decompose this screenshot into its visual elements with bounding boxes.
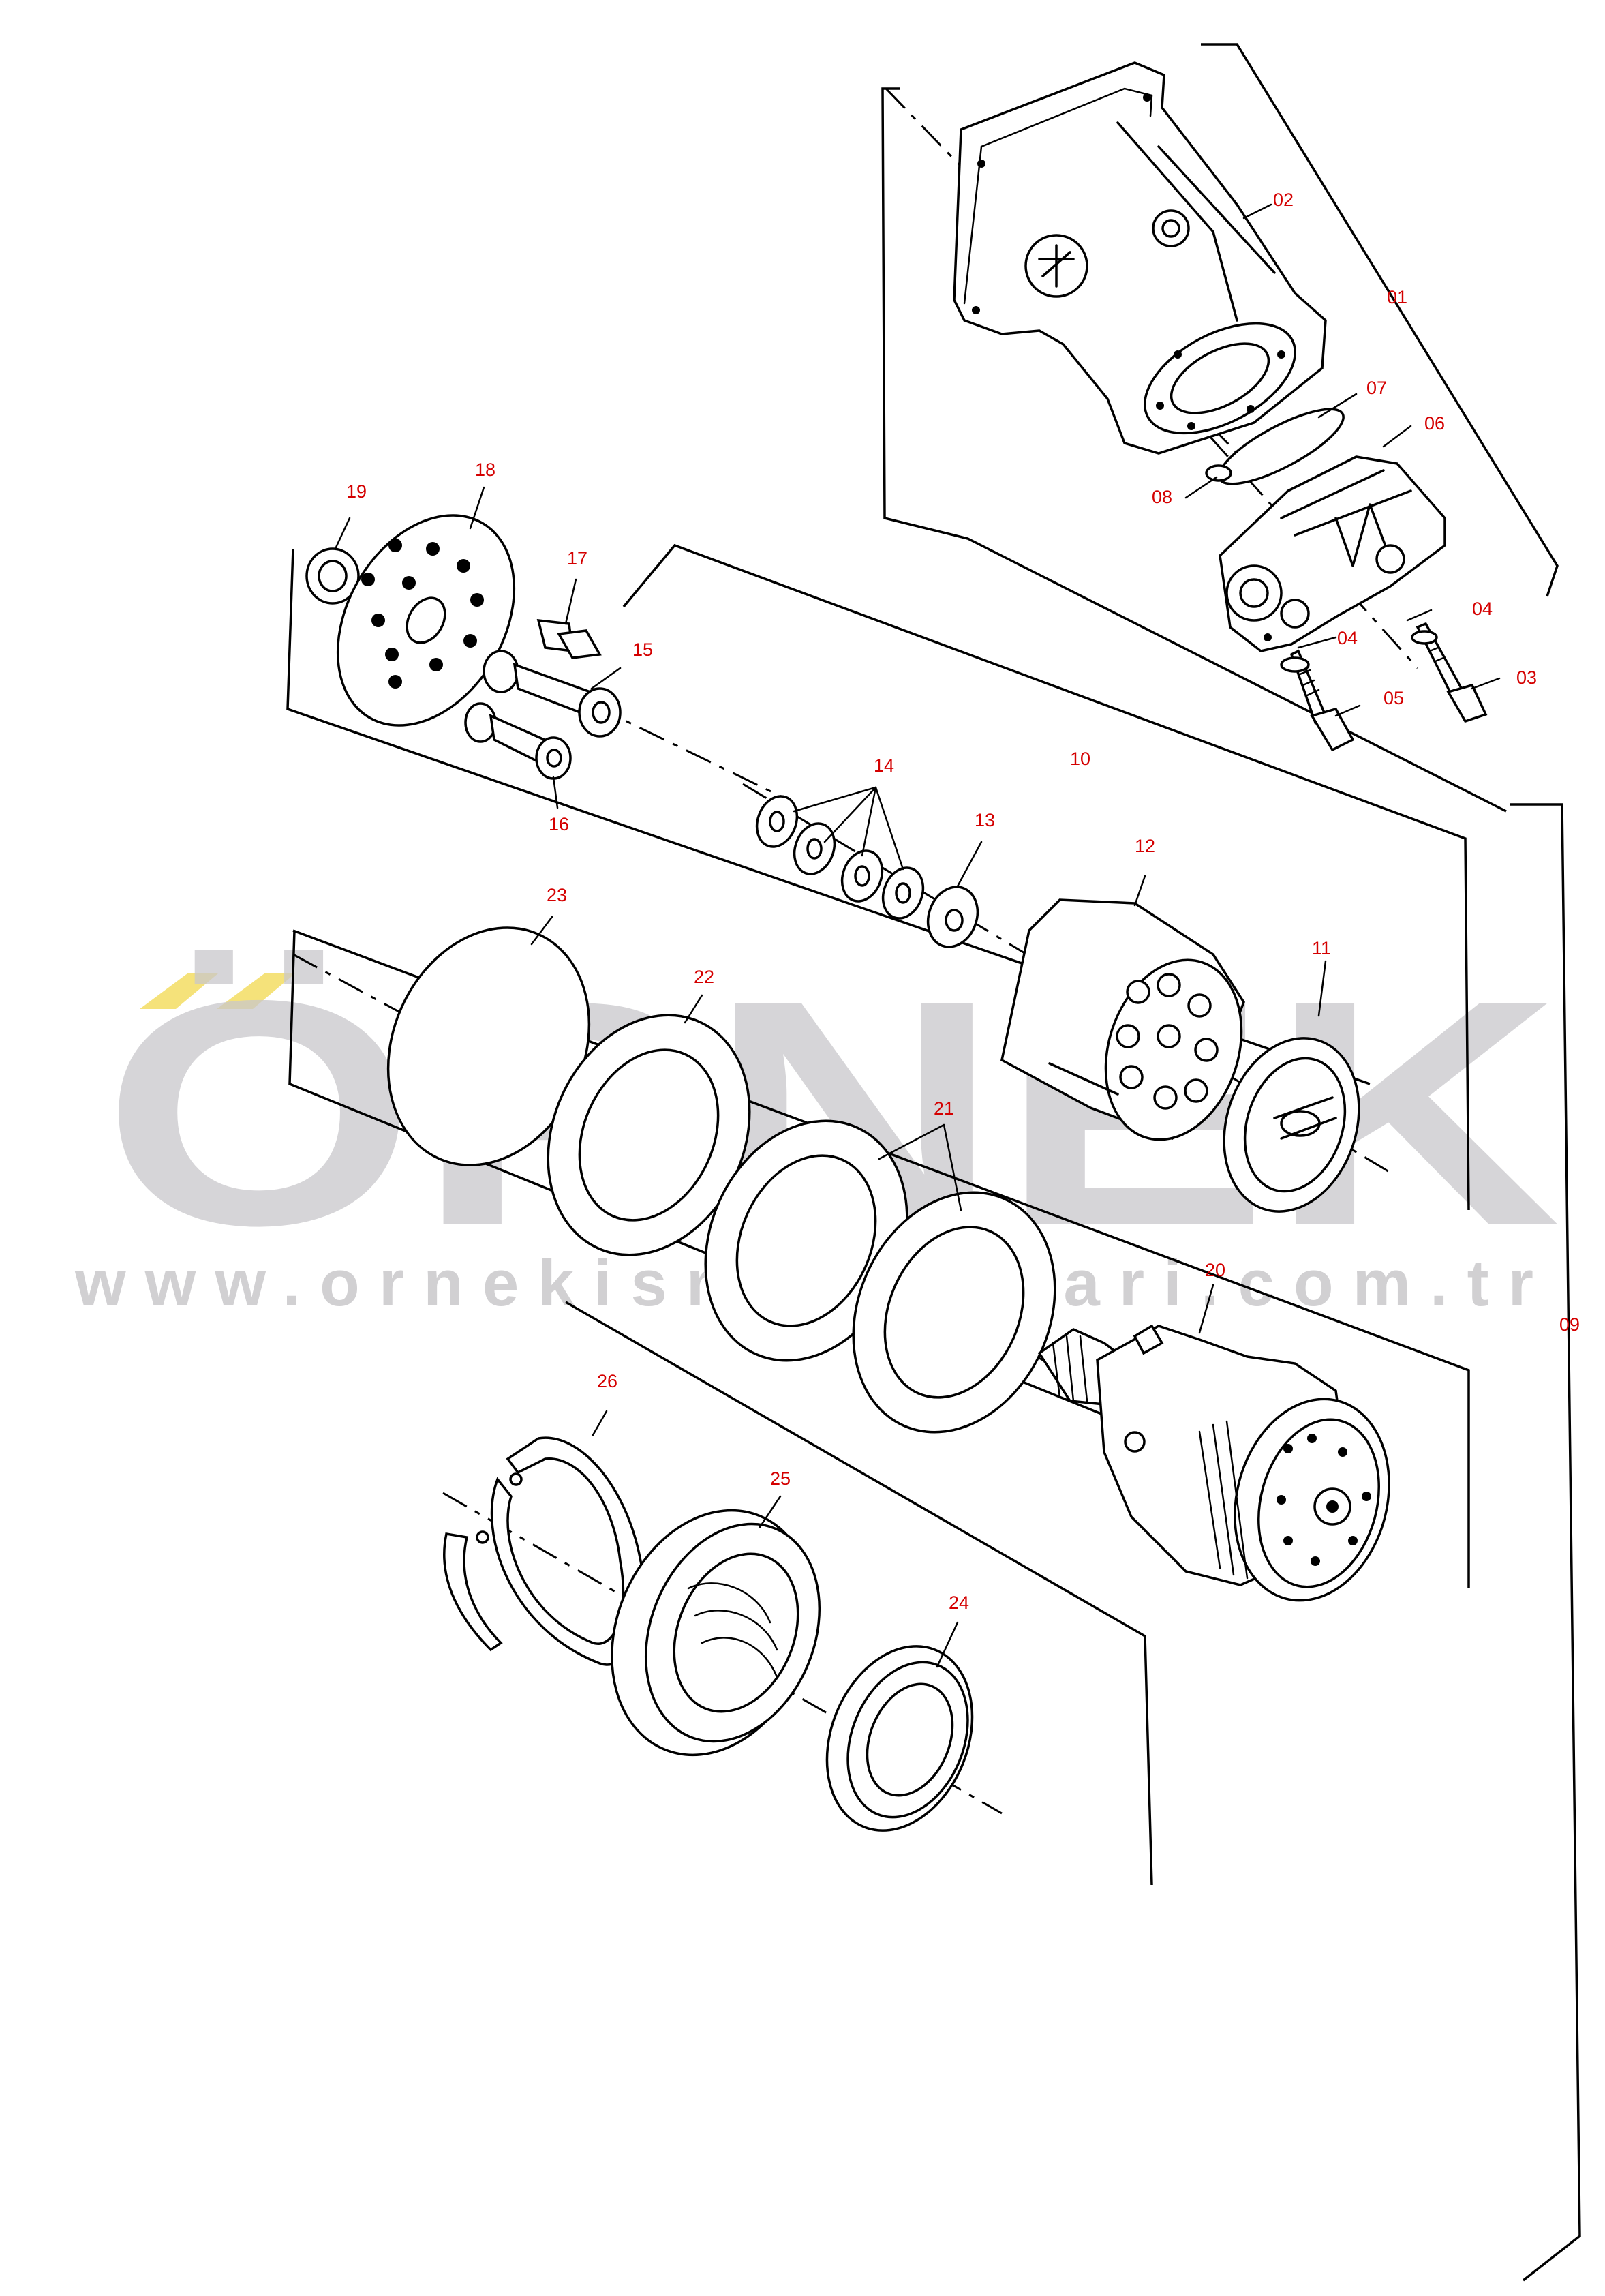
bracket-lower <box>565 1301 1153 1886</box>
label-02: 02 <box>1273 190 1294 210</box>
bracket-10-left <box>286 548 1371 1085</box>
label-19: 19 <box>346 481 367 502</box>
valve-plate-part-18 <box>336 514 516 727</box>
label-09: 09 <box>1559 1314 1580 1335</box>
label-24: 24 <box>949 1592 969 1613</box>
piston-part-16 <box>464 702 572 780</box>
label-14: 14 <box>874 755 894 776</box>
plate-part-11 <box>1223 1037 1360 1213</box>
watermark-accent-right <box>217 973 295 1009</box>
label-07: 07 <box>1366 378 1387 398</box>
label-11: 11 <box>1312 938 1331 958</box>
bracket-10 <box>622 543 1470 1211</box>
label-20: 20 <box>1205 1260 1225 1280</box>
pin-part-08 <box>1205 464 1232 482</box>
washer-part-13 <box>926 886 979 948</box>
label-01: 01 <box>1387 287 1407 307</box>
housing-part-02 <box>953 61 1327 455</box>
oring-part-19 <box>305 547 360 605</box>
washer-part-04-left <box>1280 656 1310 673</box>
watermark-accent-left <box>140 973 218 1009</box>
label-23: 23 <box>547 885 567 905</box>
ring-part-21b <box>852 1191 1056 1434</box>
label-26: 26 <box>597 1371 617 1391</box>
label-12: 12 <box>1135 836 1155 856</box>
seal-part-24 <box>825 1645 974 1832</box>
spring-washers-part-14 <box>755 795 925 920</box>
label-18: 18 <box>475 459 495 480</box>
label-03: 03 <box>1516 667 1537 688</box>
ring-part-22 <box>547 1014 751 1256</box>
cylinder-block-part-12 <box>1000 898 1245 1141</box>
piston-part-15 <box>483 650 622 738</box>
shaft-assembly-part-20 <box>1037 1324 1390 1602</box>
part-labels: 01 02 03 04 04 05 06 07 08 09 10 11 12 1… <box>346 190 1580 1613</box>
bracket-01-left <box>881 87 1507 813</box>
label-16: 16 <box>549 814 569 834</box>
label-22: 22 <box>694 967 714 987</box>
bracket-09 <box>1510 803 1581 2282</box>
label-25: 25 <box>770 1468 791 1489</box>
washer-part-04-right <box>1411 630 1438 645</box>
label-15: 15 <box>632 639 653 660</box>
label-05: 05 <box>1384 688 1404 708</box>
label-06: 06 <box>1424 413 1445 434</box>
circlip-part-26 <box>443 1436 646 1666</box>
label-13: 13 <box>975 810 995 830</box>
port-plate-part-06 <box>1219 455 1446 652</box>
label-04-right: 04 <box>1472 599 1493 619</box>
leader-lines <box>334 203 1501 1668</box>
label-04-left: 04 <box>1337 628 1358 648</box>
bracket-01 <box>1201 43 1559 597</box>
screw-part-17 <box>536 618 602 659</box>
label-10: 10 <box>1070 749 1090 769</box>
label-17: 17 <box>567 548 587 569</box>
label-21: 21 <box>934 1098 954 1119</box>
bearing-part-25 <box>611 1509 821 1757</box>
label-08: 08 <box>1152 487 1172 507</box>
